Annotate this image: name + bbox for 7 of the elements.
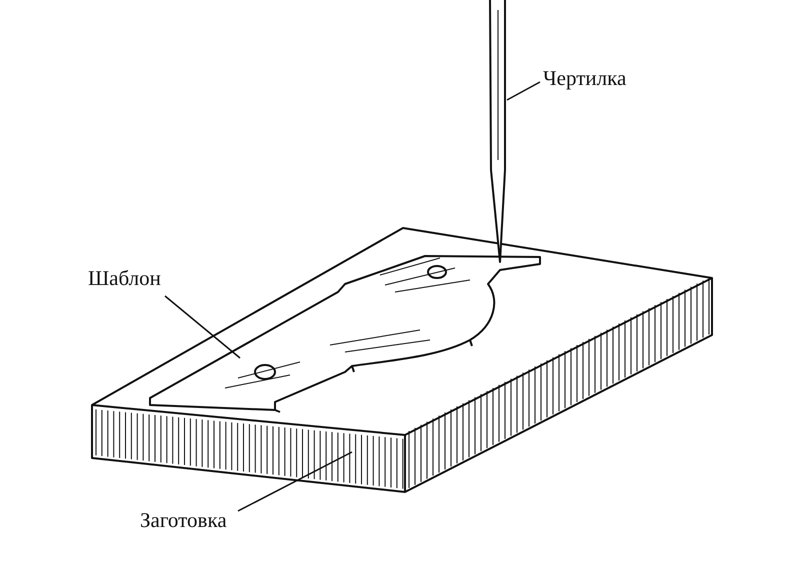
part-label: Чертилка	[543, 68, 626, 89]
part-label: Заготовка	[140, 510, 227, 531]
leader-line	[238, 451, 352, 512]
scriber-drawing	[489, 0, 506, 263]
leader-line	[506, 81, 540, 101]
part-label: Шаблон	[88, 268, 161, 289]
leader-line	[164, 295, 240, 359]
